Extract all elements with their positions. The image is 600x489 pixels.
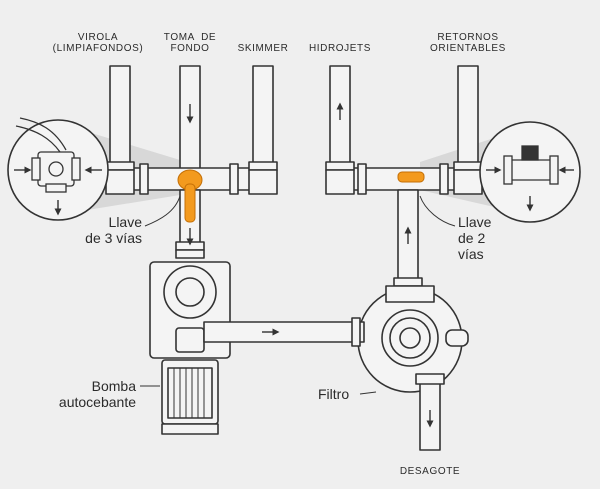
retornos-pipe — [457, 65, 479, 171]
desagote-label: DESAGOTE — [399, 466, 461, 477]
toma-fondo-label: TOMA DE FONDO — [163, 32, 217, 54]
llave-3-vias-label: Llave de 3 vías — [85, 214, 142, 246]
leader-lines — [140, 195, 456, 395]
three-way-valve-icon — [15, 117, 81, 193]
filtro-label: Filtro — [318, 386, 350, 402]
llave-2-vias-label: Llave de 2 vías — [458, 214, 492, 262]
virola-pipe — [109, 65, 131, 171]
virola-label: VIROLA (LIMPIAFONDOS) — [52, 32, 144, 54]
skimmer-label: SKIMMER — [237, 43, 289, 54]
retornos-label: RETORNOS ORIENTABLES — [430, 32, 506, 54]
arrow-icon — [14, 102, 574, 428]
bomba-label: Bomba autocebante — [58, 378, 136, 410]
pump-to-filter-pipe — [203, 321, 365, 343]
two-way-valve-icon — [503, 145, 559, 185]
orange-valve-handles — [177, 169, 425, 223]
skimmer-pipe — [252, 65, 274, 171]
hidrojets-label: HIDROJETS — [308, 43, 372, 54]
